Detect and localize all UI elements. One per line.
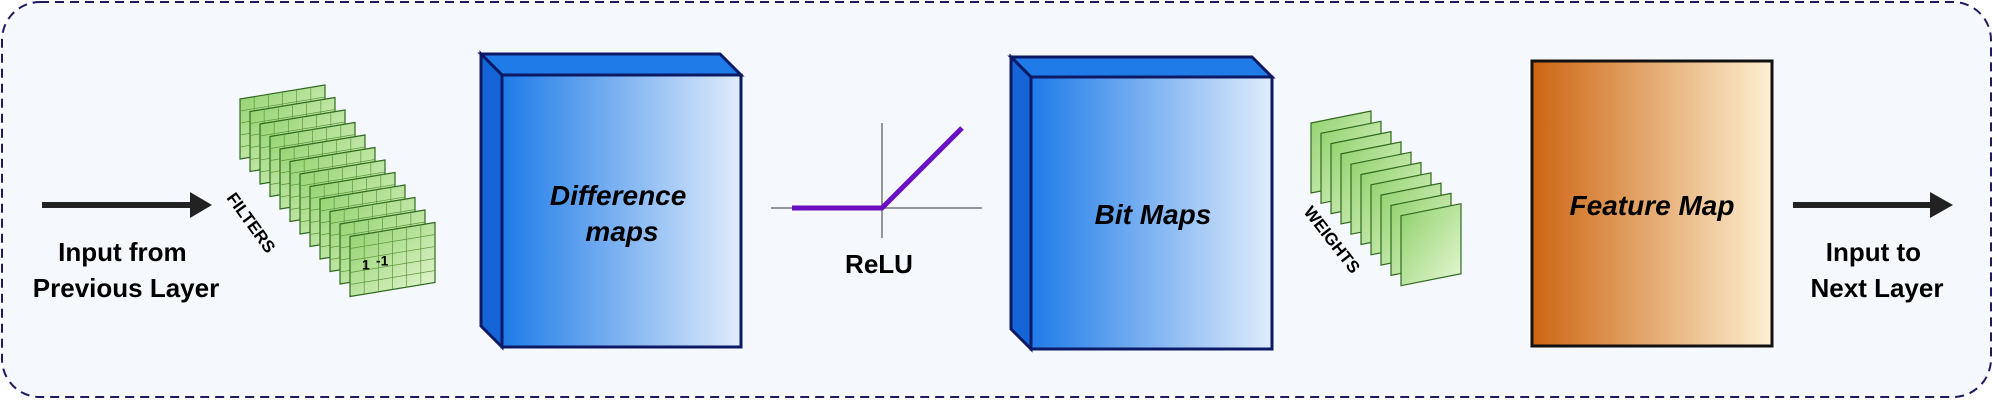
input-arrow bbox=[42, 192, 212, 218]
relu-label: ReLU bbox=[845, 249, 913, 279]
bit-maps-label: Bit Maps bbox=[1095, 199, 1212, 230]
filter-sheet: 1 -1 bbox=[349, 221, 436, 298]
weights-stack bbox=[1310, 110, 1462, 287]
feature-map-label: Feature Map bbox=[1570, 190, 1735, 221]
feature-map-box bbox=[1530, 59, 1774, 348]
output-label: Input to Next Layer bbox=[1811, 237, 1944, 303]
difference-maps-cube bbox=[477, 50, 745, 351]
relu-graph bbox=[771, 123, 982, 238]
filter-value: -1 bbox=[376, 253, 389, 269]
output-arrow bbox=[1793, 192, 1953, 218]
input-label: Input from Previous Layer bbox=[33, 237, 219, 303]
bit-maps-cube bbox=[1007, 53, 1276, 353]
difference-maps-label: Difference maps bbox=[550, 180, 694, 247]
filters-stack: 1-11-11-11-11-11-1 bbox=[239, 84, 436, 298]
filter-value: 1 bbox=[362, 257, 370, 273]
weight-sheet bbox=[1400, 202, 1462, 287]
